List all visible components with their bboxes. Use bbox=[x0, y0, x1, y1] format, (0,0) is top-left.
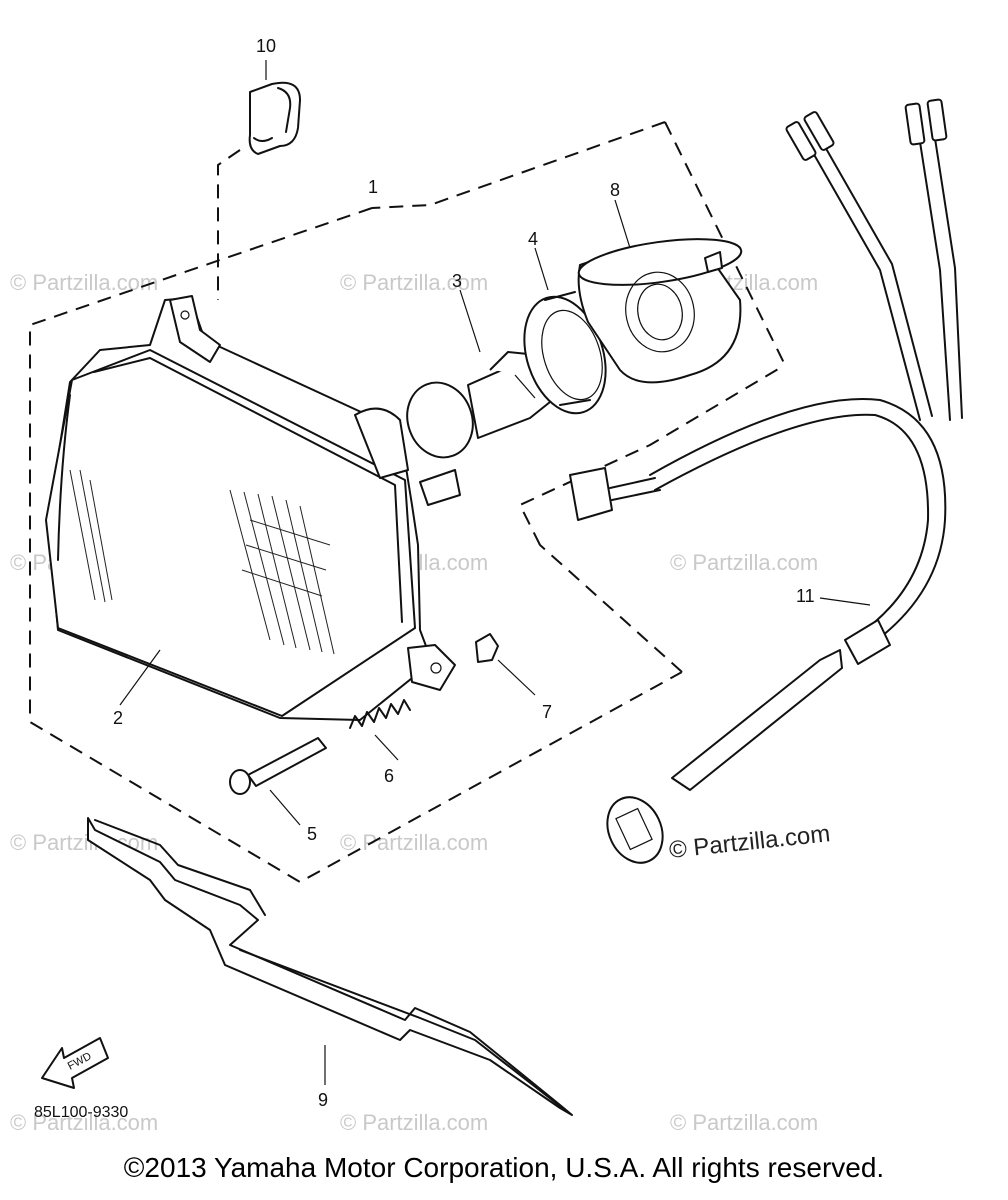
adjusting-screw-drawing bbox=[229, 737, 327, 826]
callout-8: 8 bbox=[610, 180, 620, 200]
watermark-text: © Partzilla.com bbox=[10, 1110, 158, 1135]
bulb-drawing bbox=[406, 289, 556, 459]
forward-arrow: FWD bbox=[41, 1037, 109, 1089]
cable-clamp-drawing bbox=[248, 60, 301, 155]
callout-4: 4 bbox=[528, 229, 538, 249]
callout-6: 6 bbox=[384, 766, 394, 786]
callout-10: 10 bbox=[256, 36, 276, 56]
callout-3: 3 bbox=[452, 271, 462, 291]
callout-1: 1 bbox=[368, 177, 378, 197]
watermark-text: © Partzilla.com bbox=[670, 550, 818, 575]
watermark-text: © Partzilla.com bbox=[670, 1110, 818, 1135]
bracket-plate-drawing bbox=[87, 817, 573, 1116]
callout-7: 7 bbox=[542, 702, 552, 722]
callout-labels: 1 2 3 4 5 6 7 8 9 10 11 bbox=[113, 36, 815, 1110]
callout-9: 9 bbox=[318, 1090, 328, 1110]
clamp-leader-line bbox=[217, 149, 241, 300]
watermark-text: © Partzilla.com bbox=[340, 830, 488, 855]
socket-cover-drawing bbox=[577, 199, 743, 384]
exploded-view-drawing: © Partzilla.com © Partzilla.com © Partzi… bbox=[10, 36, 963, 1135]
watermark-text: © Partzilla.com bbox=[340, 1110, 488, 1135]
clip-nut-drawing bbox=[475, 633, 536, 696]
callout-2: 2 bbox=[113, 708, 123, 728]
diagram-code: 85L100-9330 bbox=[34, 1104, 128, 1121]
watermark-text: © Partzilla.com bbox=[340, 270, 488, 295]
callout-11: 11 bbox=[796, 586, 815, 606]
watermark-text: © Partzilla.com bbox=[10, 270, 158, 295]
watermark-text-dark: © Partzilla.com bbox=[668, 820, 832, 864]
spring-drawing bbox=[349, 699, 411, 761]
callout-5: 5 bbox=[307, 824, 317, 844]
headlight-unit-drawing bbox=[45, 295, 461, 721]
copyright-notice: ©2013 Yamaha Motor Corporation, U.S.A. A… bbox=[123, 1152, 885, 1183]
wire-harness-drawing bbox=[569, 98, 963, 864]
